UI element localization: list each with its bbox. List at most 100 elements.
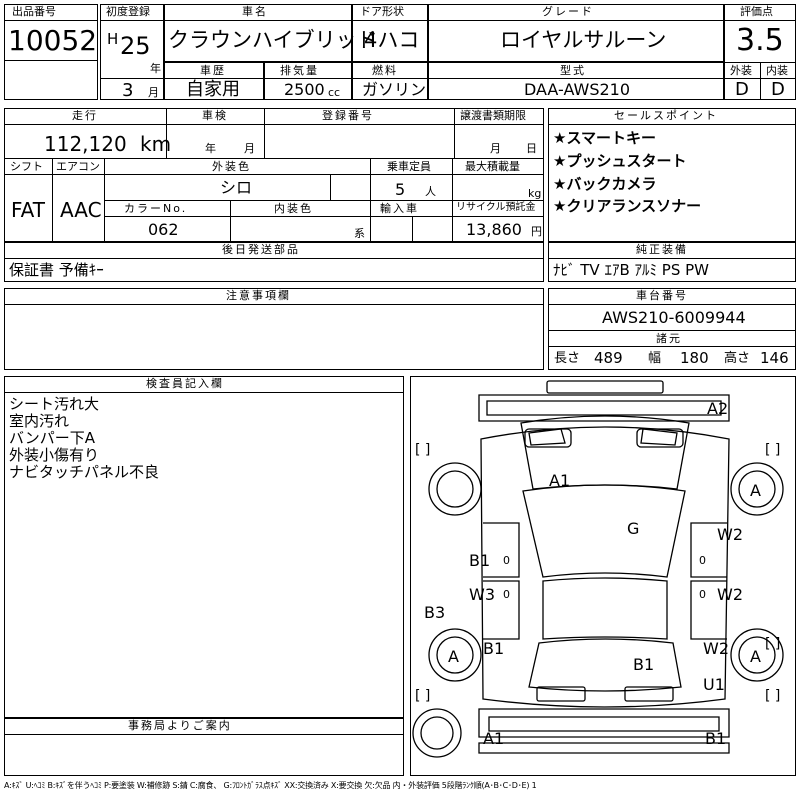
history-label: 車歴 xyxy=(200,64,226,77)
inspector-note: ナビタッチパネル不良 xyxy=(9,463,160,481)
zero-marker: 0 xyxy=(503,554,510,567)
recycle-label: リサイクル預託金 xyxy=(456,202,536,213)
load-label: 最大積載量 xyxy=(465,160,520,173)
dims-width: 180 xyxy=(680,349,709,367)
inspector-cell xyxy=(4,376,404,718)
damage-mark-b1-left: B1 xyxy=(469,551,491,570)
inspection-month-unit: 月 xyxy=(244,142,255,155)
damage-mark-a1-bumper: A1 xyxy=(483,729,505,748)
lot-number: 10052 xyxy=(8,24,98,57)
parts-cell xyxy=(4,242,544,282)
parts-value: 保証書 予備ｷｰ xyxy=(9,261,104,279)
history-cell xyxy=(164,62,264,100)
interior-unit: 系 xyxy=(354,227,365,240)
spec-table xyxy=(4,108,544,242)
colorno-label: カラーNo. xyxy=(124,202,188,215)
recycle-value: 13,860 xyxy=(466,220,522,239)
notes-label: 注意事項欄 xyxy=(226,289,291,302)
colorno-value: 062 xyxy=(148,220,179,239)
history-value: 自家用 xyxy=(186,79,240,100)
damage-mark-u1: U1 xyxy=(703,675,725,694)
interior-label: 内装色 xyxy=(274,202,313,215)
options-value: ﾅﾋﾞ TV ｴｱB ｱﾙﾐ PS PW xyxy=(553,261,709,279)
car-outline xyxy=(412,380,784,758)
shift-value: FAT xyxy=(11,198,46,222)
fuel-cell xyxy=(352,62,428,100)
damage-mark-b1-trunk: B1 xyxy=(633,655,655,674)
damage-mark-w2-front-right: W2 xyxy=(717,525,743,544)
inspection-year-unit: 年 xyxy=(205,142,216,155)
displacement-unit: cc xyxy=(328,86,341,99)
ac-value: AAC xyxy=(60,198,102,222)
damage-mark-b3: B3 xyxy=(424,603,446,622)
glass-bracket: [ ] xyxy=(765,636,781,652)
glass-bracket: [ ] xyxy=(415,442,431,458)
chassis-cell xyxy=(548,288,796,370)
damage-mark-a1-hood: A1 xyxy=(549,471,571,490)
transfer-day-unit: 日 xyxy=(526,142,537,155)
dims-length-label: 長さ xyxy=(554,351,581,366)
score-value: 3.5 xyxy=(736,23,784,58)
score-ext-label: 外装 xyxy=(730,64,752,77)
sales-item: ★クリアランスソナー xyxy=(553,197,702,215)
import-label: 輸入車 xyxy=(380,202,419,215)
dims-height-label: 高さ xyxy=(724,351,751,366)
registration-era: H xyxy=(107,30,119,48)
recycle-unit: 円 xyxy=(531,225,542,238)
grade-value: ロイヤルサルーン xyxy=(500,28,667,52)
score-int-label: 内装 xyxy=(766,64,788,77)
zero-marker: 0 xyxy=(699,554,706,567)
type-cell xyxy=(428,62,724,100)
damage-diagram: A2 A1 A G W2 B1 W3 W2 B3 A B1 W2 A B1 U1… xyxy=(410,376,796,776)
displacement-value: 2500 xyxy=(284,80,325,99)
fuel-label: 燃料 xyxy=(372,64,398,77)
glass-bracket: [ ] xyxy=(765,688,781,704)
damage-mark-a-rear-right: A xyxy=(750,647,761,666)
seats-unit: 人 xyxy=(425,185,436,198)
inspector-note: 外装小傷有り xyxy=(9,446,100,464)
lot-label: 出品番号 xyxy=(12,5,56,18)
score-int: D xyxy=(771,79,785,100)
mileage-unit: km xyxy=(140,132,172,156)
doors-value: 4ハコ xyxy=(364,28,420,52)
mileage-value: 112,120 xyxy=(44,132,127,156)
damage-mark-b1-bumper: B1 xyxy=(705,729,727,748)
registration-year-unit: 年 xyxy=(150,62,161,75)
lot-cell xyxy=(4,4,98,100)
type-label: 型式 xyxy=(560,64,586,77)
model-label: 車名 xyxy=(242,5,268,18)
mileage-label: 走行 xyxy=(72,109,98,122)
chassis-value: AWS210-6009944 xyxy=(602,308,746,327)
doors-cell xyxy=(352,4,428,62)
type-value: DAA-AWS210 xyxy=(524,80,631,99)
damage-mark-w2-rear-right: W2 xyxy=(703,639,729,658)
dims-height: 146 xyxy=(760,349,789,367)
inspection-label: 車検 xyxy=(202,109,228,122)
office-cell xyxy=(4,718,404,776)
inspector-label: 検査員記入欄 xyxy=(146,377,224,390)
damage-mark-a2: A2 xyxy=(707,399,729,418)
dims-length: 489 xyxy=(594,349,623,367)
transfer-label: 譲渡書類期限 xyxy=(460,109,526,122)
score-ext: D xyxy=(735,79,749,100)
dims-label: 諸元 xyxy=(656,332,682,345)
damage-mark-b1-rear-left: B1 xyxy=(483,639,505,658)
sales-points xyxy=(548,108,796,242)
color-value: シロ xyxy=(220,178,253,197)
zero-marker: 0 xyxy=(503,588,510,601)
model-cell xyxy=(164,4,352,62)
load-unit: kg xyxy=(528,187,542,200)
seats-value: 5 xyxy=(395,180,406,199)
sales-item: ★スマートキー xyxy=(553,129,656,147)
options-cell xyxy=(548,242,796,282)
damage-mark-a-front-right: A xyxy=(750,481,761,500)
ac-label: エアコン xyxy=(56,160,100,173)
fuel-value: ガソリン xyxy=(362,80,427,99)
displacement-label: 排気量 xyxy=(280,64,319,77)
doors-label: ドア形状 xyxy=(360,5,404,18)
options-label: 純正装備 xyxy=(636,243,688,256)
displacement-cell xyxy=(264,62,352,100)
office-label: 事務局よりご案内 xyxy=(128,719,232,732)
regnum-label: 登録番号 xyxy=(322,109,374,122)
inspector-note: バンパー下A xyxy=(9,429,96,447)
